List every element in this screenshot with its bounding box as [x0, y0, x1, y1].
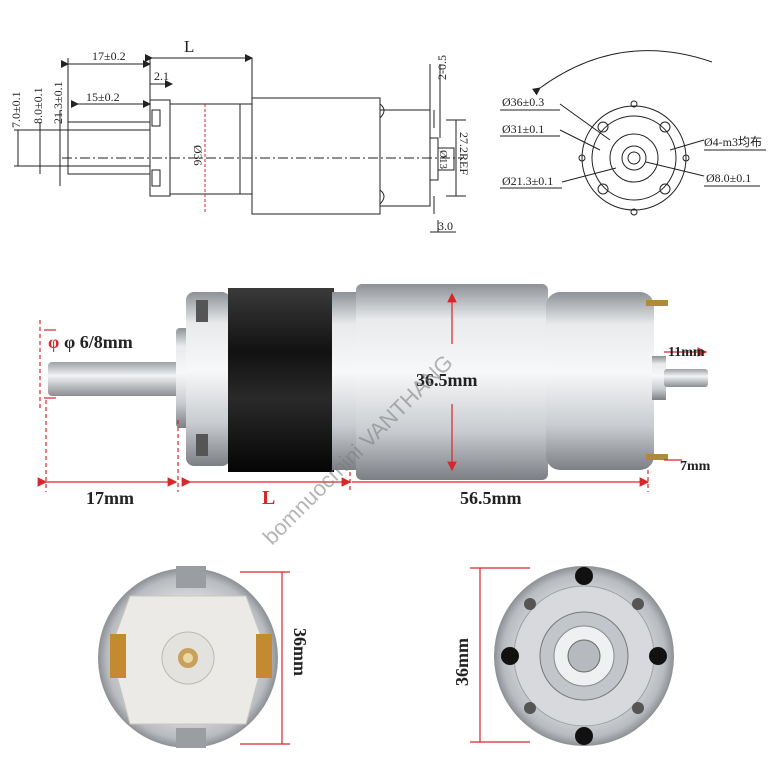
dim-2-05: 2-0.5 [435, 55, 449, 80]
dim-17: 17±0.2 [92, 49, 126, 63]
label-d213: Ø21.3±0.1 [502, 174, 553, 188]
rear-shaft [664, 369, 708, 387]
side-technical-drawing [14, 54, 466, 233]
rear-cap [546, 292, 654, 470]
label-motor-len: 56.5mm [460, 488, 522, 508]
label-front-36: 36mm [452, 638, 472, 686]
dim-2-1: 2.1 [154, 69, 169, 83]
label-d36: Ø36±0.3 [502, 95, 544, 109]
dim-8: 8.0±0.1 [31, 87, 45, 124]
motor-front-photo [494, 566, 674, 746]
dim-ref: 27.2REF [457, 132, 471, 175]
label-d31: Ø31±0.1 [502, 122, 544, 136]
rear-dimension [240, 571, 290, 745]
dim-L-top: L [184, 37, 194, 56]
motor-side-photo [48, 284, 708, 480]
label-d8: Ø8.0±0.1 [706, 171, 751, 185]
dim-7: 7.0±0.1 [9, 91, 23, 128]
label-shaft: φ 6/8mm [64, 332, 133, 352]
dim-15: 15±0.2 [86, 90, 120, 104]
label-gear-len: 17mm [86, 488, 134, 508]
label-terminal: 7mm [680, 459, 711, 474]
dim-21: 21.3±0.1 [51, 81, 65, 124]
motor-can [356, 284, 548, 480]
front-drawing-labels: Ø36±0.3 Ø31±0.1 Ø21.3±0.1 Ø4-m3均布 Ø8.0±0… [502, 95, 762, 188]
label-rear-36: 36mm [290, 628, 310, 676]
motor-rear-photo [98, 566, 278, 748]
label-rear-shaft: 11mm [668, 345, 705, 360]
dim-36-side: Ø36 [191, 145, 205, 166]
label-holes: Ø4-m3均布 [704, 135, 762, 149]
label-body: 36.5mm [416, 370, 478, 390]
side-drawing-labels: 17±0.2 L 2.1 15±0.2 7.0±0.1 8.0±0.1 21.3… [9, 37, 471, 233]
label-shaft-phi: φ [48, 332, 59, 352]
dim-13: Ø13 [437, 150, 449, 169]
gearbox-ring [228, 288, 334, 472]
dim-3: 3.0 [438, 219, 453, 233]
front-dimension [470, 567, 530, 743]
label-L: L [262, 487, 275, 509]
output-shaft [48, 362, 182, 396]
front-technical-drawing [500, 50, 766, 216]
photo-dimensions [37, 292, 708, 492]
gear-flange [186, 292, 230, 466]
